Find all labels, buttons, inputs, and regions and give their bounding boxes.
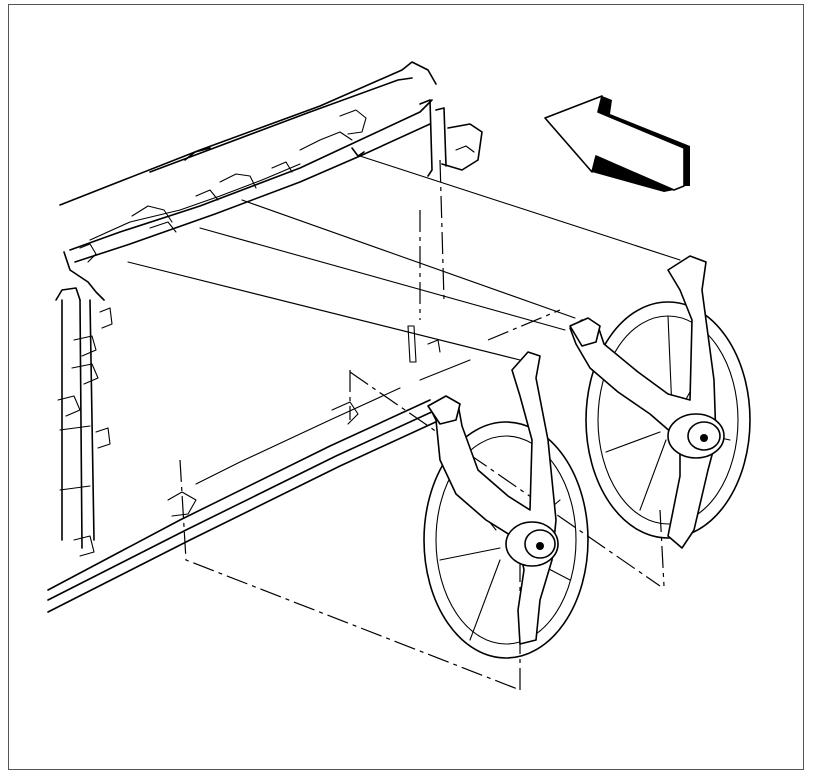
radiator-left-side	[55, 287, 113, 557]
cooling-fan-right	[569, 255, 751, 549]
radiator-support-upper	[59, 61, 483, 301]
cooling-fan-left	[423, 351, 589, 659]
figure-frame	[8, 4, 804, 770]
direction-arrow-icon	[544, 95, 690, 192]
alignment-lines	[127, 155, 681, 691]
radiator-support-lower	[47, 325, 441, 613]
